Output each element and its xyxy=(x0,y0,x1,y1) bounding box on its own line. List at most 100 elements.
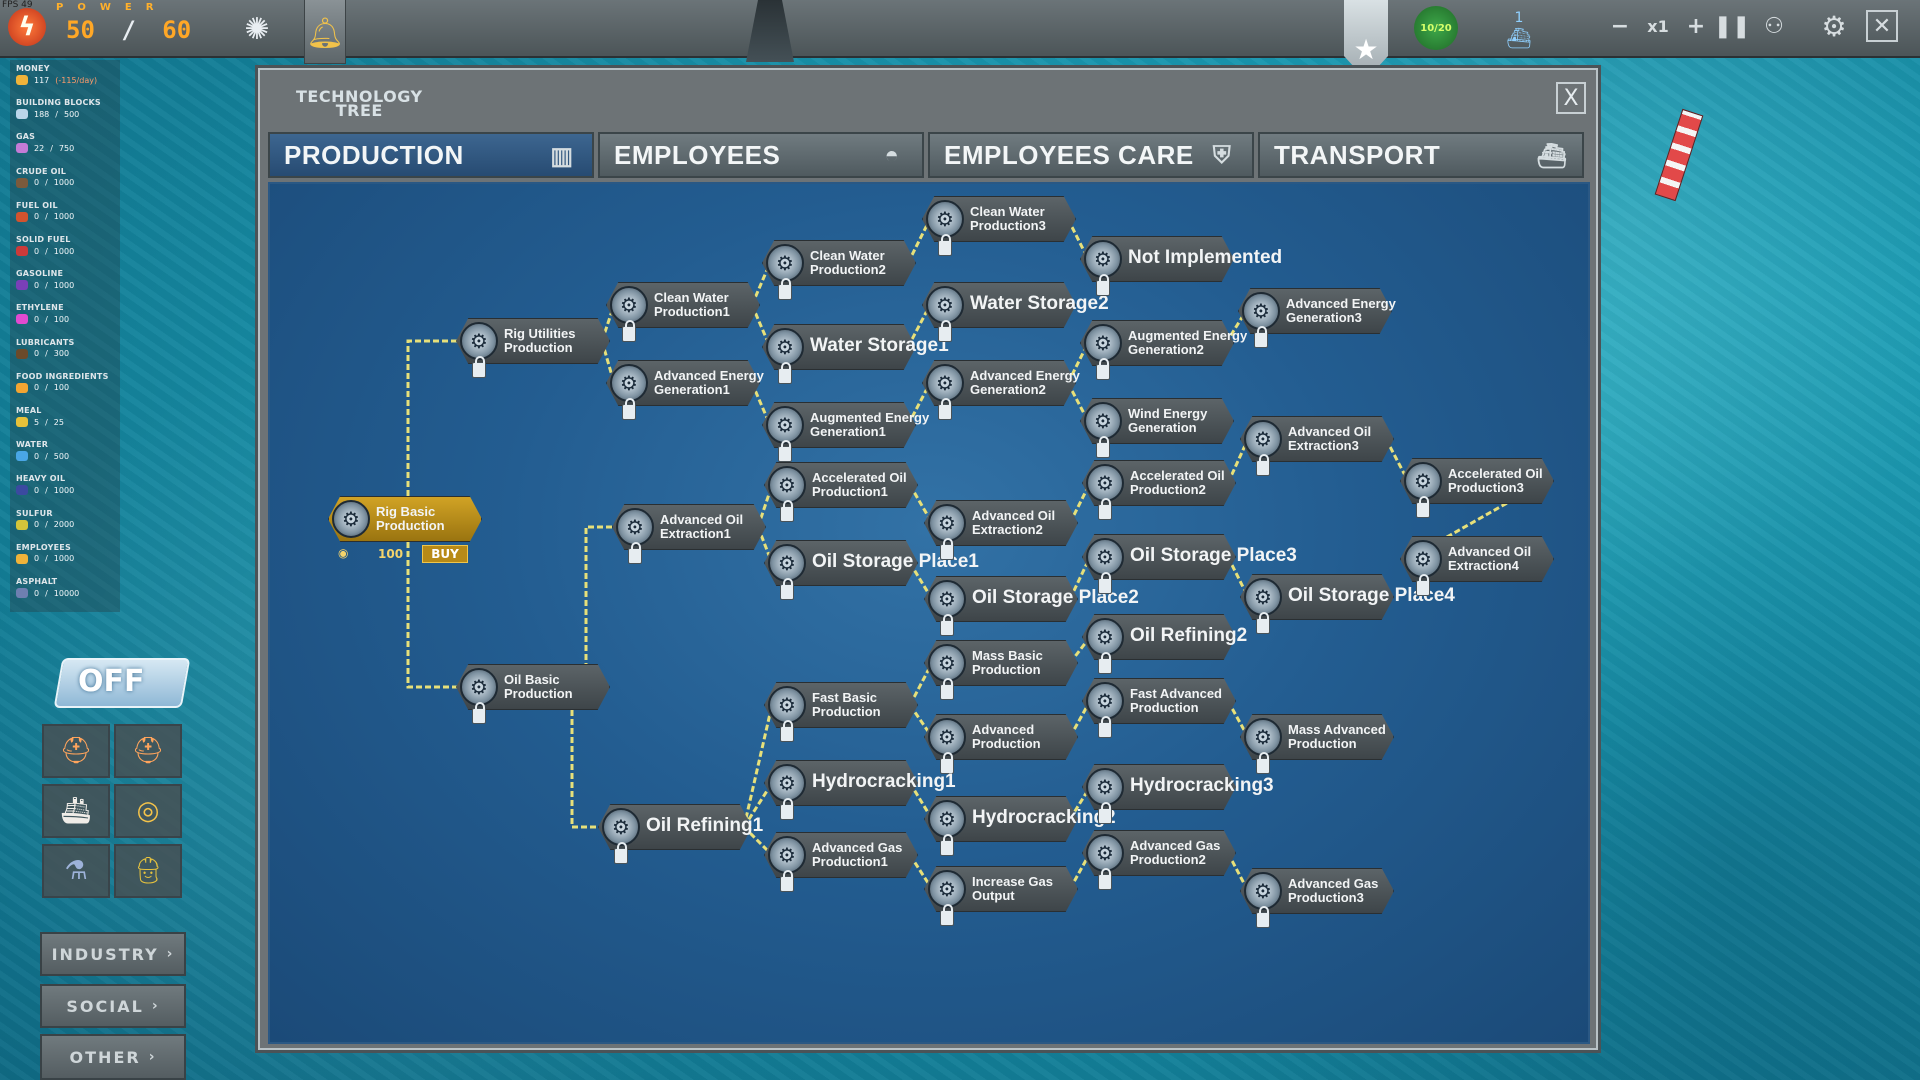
build-worker-icon[interactable]: ⛑ xyxy=(114,724,182,778)
tab-production[interactable]: PRODUCTION ▥ xyxy=(268,132,594,178)
resource-icon xyxy=(16,75,28,85)
resource-value-row: 117(-115/day) xyxy=(16,75,122,85)
buy-button[interactable]: BUY xyxy=(422,545,468,563)
ships-icon[interactable]: 1⛴ xyxy=(1506,10,1532,50)
gear-icon: ⚙ xyxy=(610,364,648,402)
resource-value-row: 0/2000 xyxy=(16,519,122,530)
clock-icon[interactable]: ✺ xyxy=(244,11,270,47)
resource-capacity: 300 xyxy=(53,349,70,359)
tech-node-label-line1: Advanced Gas xyxy=(1288,876,1379,891)
gear-icon[interactable]: ⚙ xyxy=(1821,9,1847,43)
lock-icon xyxy=(780,578,794,600)
resource-capacity: 100 xyxy=(53,314,70,324)
resource-icon xyxy=(16,417,28,427)
tech-node-label-line2: Production2 xyxy=(810,262,886,277)
lock-icon xyxy=(778,440,792,462)
lock-icon xyxy=(778,362,792,384)
tech-node-label-line1: Accelerated Oil xyxy=(1448,466,1543,481)
tab-employees-care[interactable]: EMPLOYEES CARE ⛨ xyxy=(928,132,1254,178)
lock-icon xyxy=(938,320,952,342)
chevron-right-icon: › xyxy=(166,946,175,962)
resource-icon xyxy=(16,109,28,120)
dialog-close-button[interactable]: X xyxy=(1556,82,1586,114)
resource-value-row: 0/1000 xyxy=(16,211,122,222)
tech-node-label-line2: Generation1 xyxy=(654,382,730,397)
ships-count: 1 xyxy=(1514,10,1524,26)
resource-value-row: 0/100 xyxy=(16,314,122,325)
resource-value-row: 0/1000 xyxy=(16,177,122,188)
notification-holder xyxy=(304,0,346,64)
tech-node-label-line2: Production xyxy=(504,686,573,701)
tech-node-label-line1: Wind Energy xyxy=(1128,406,1208,421)
tech-node-label-line1: Oil Storage Place3 xyxy=(1130,545,1297,566)
tech-node-label-line1: Advanced Oil xyxy=(660,512,744,527)
level-badge-icon[interactable]: 10/20 xyxy=(1414,6,1458,50)
people-icon[interactable]: ⚇ xyxy=(1764,13,1784,39)
tech-node-label-line2: Generation2 xyxy=(1128,342,1204,357)
build-ship-icon[interactable]: 🚢︎ xyxy=(42,784,110,838)
tree-connector xyxy=(406,542,462,689)
resource-icon xyxy=(16,519,28,530)
build-workers-icon[interactable]: 👷︎ xyxy=(114,844,182,898)
gear-icon: ⚙ xyxy=(332,500,370,538)
pause-icon[interactable]: ❚❚ xyxy=(1713,13,1751,39)
lock-icon xyxy=(1096,358,1110,380)
build-coins-icon[interactable]: ◎ xyxy=(114,784,182,838)
resource-separator: / xyxy=(45,520,48,530)
resource-separator: / xyxy=(55,109,58,119)
resource-label: BUILDING BLOCKS xyxy=(16,98,101,108)
social-button[interactable]: SOCIAL› xyxy=(40,984,186,1028)
other-button[interactable]: OTHER› xyxy=(40,1034,186,1080)
tree-connector xyxy=(908,782,934,820)
build-helmet-icon[interactable]: ⛑ xyxy=(42,724,110,778)
resource-value-row: 188/500 xyxy=(16,109,122,120)
tab-employees[interactable]: EMPLOYEES ◓ xyxy=(598,132,924,178)
tech-node-label-line1: Clean Water xyxy=(810,248,885,263)
lock-icon xyxy=(940,678,954,700)
resource-amount: 0 xyxy=(34,246,40,256)
tech-node-label-line1: Oil Storage Place4 xyxy=(1288,585,1455,606)
industry-label: INDUSTRY xyxy=(51,944,159,964)
resource-separator: / xyxy=(45,314,48,324)
gear-icon: ⚙ xyxy=(1084,240,1122,278)
other-label: OTHER xyxy=(69,1047,141,1067)
build-machine-icon[interactable]: ⚗ xyxy=(42,844,110,898)
power-separator: / xyxy=(121,16,136,44)
lock-icon xyxy=(940,614,954,636)
industry-button[interactable]: INDUSTRY › xyxy=(40,932,186,976)
resource-separator: / xyxy=(45,554,48,564)
tech-node-label-line1: Augmented Energy xyxy=(1128,328,1248,343)
resource-value-row: 0/100 xyxy=(16,382,122,393)
lightning-icon: ϟ xyxy=(8,8,46,46)
gear-icon: ⚙ xyxy=(928,800,966,838)
lock-icon xyxy=(1416,496,1430,518)
resource-value-row: 5/25 xyxy=(16,417,122,427)
lock-icon xyxy=(1254,326,1268,348)
bell-icon[interactable]: 🔔︎ xyxy=(305,15,345,51)
minus-icon[interactable]: − xyxy=(1610,13,1630,39)
resource-label: GASOLINE xyxy=(16,269,64,279)
tech-node-label: Oil Storage Place2 xyxy=(972,588,1139,608)
lock-icon xyxy=(1098,802,1112,824)
tech-node-label-line1: Advanced Oil xyxy=(1288,424,1372,439)
resource-amount: 0 xyxy=(34,588,40,598)
resource-label: HEAVY OIL xyxy=(16,474,66,484)
resource-label: SOLID FUEL xyxy=(16,235,71,244)
gear-icon: ⚙ xyxy=(1086,768,1124,806)
resource-amount: 22 xyxy=(34,143,45,153)
tech-node-label-line2: Production3 xyxy=(970,218,1046,233)
gear-icon: ⚙ xyxy=(1084,402,1122,440)
close-icon[interactable]: ✕ xyxy=(1866,10,1898,42)
tech-node-label-line1: Hydrocracking3 xyxy=(1130,775,1274,796)
tab-transport[interactable]: TRANSPORT ⛴ xyxy=(1258,132,1584,178)
resource-label: LUBRICANTS xyxy=(16,337,75,347)
plus-icon[interactable]: + xyxy=(1686,13,1706,39)
